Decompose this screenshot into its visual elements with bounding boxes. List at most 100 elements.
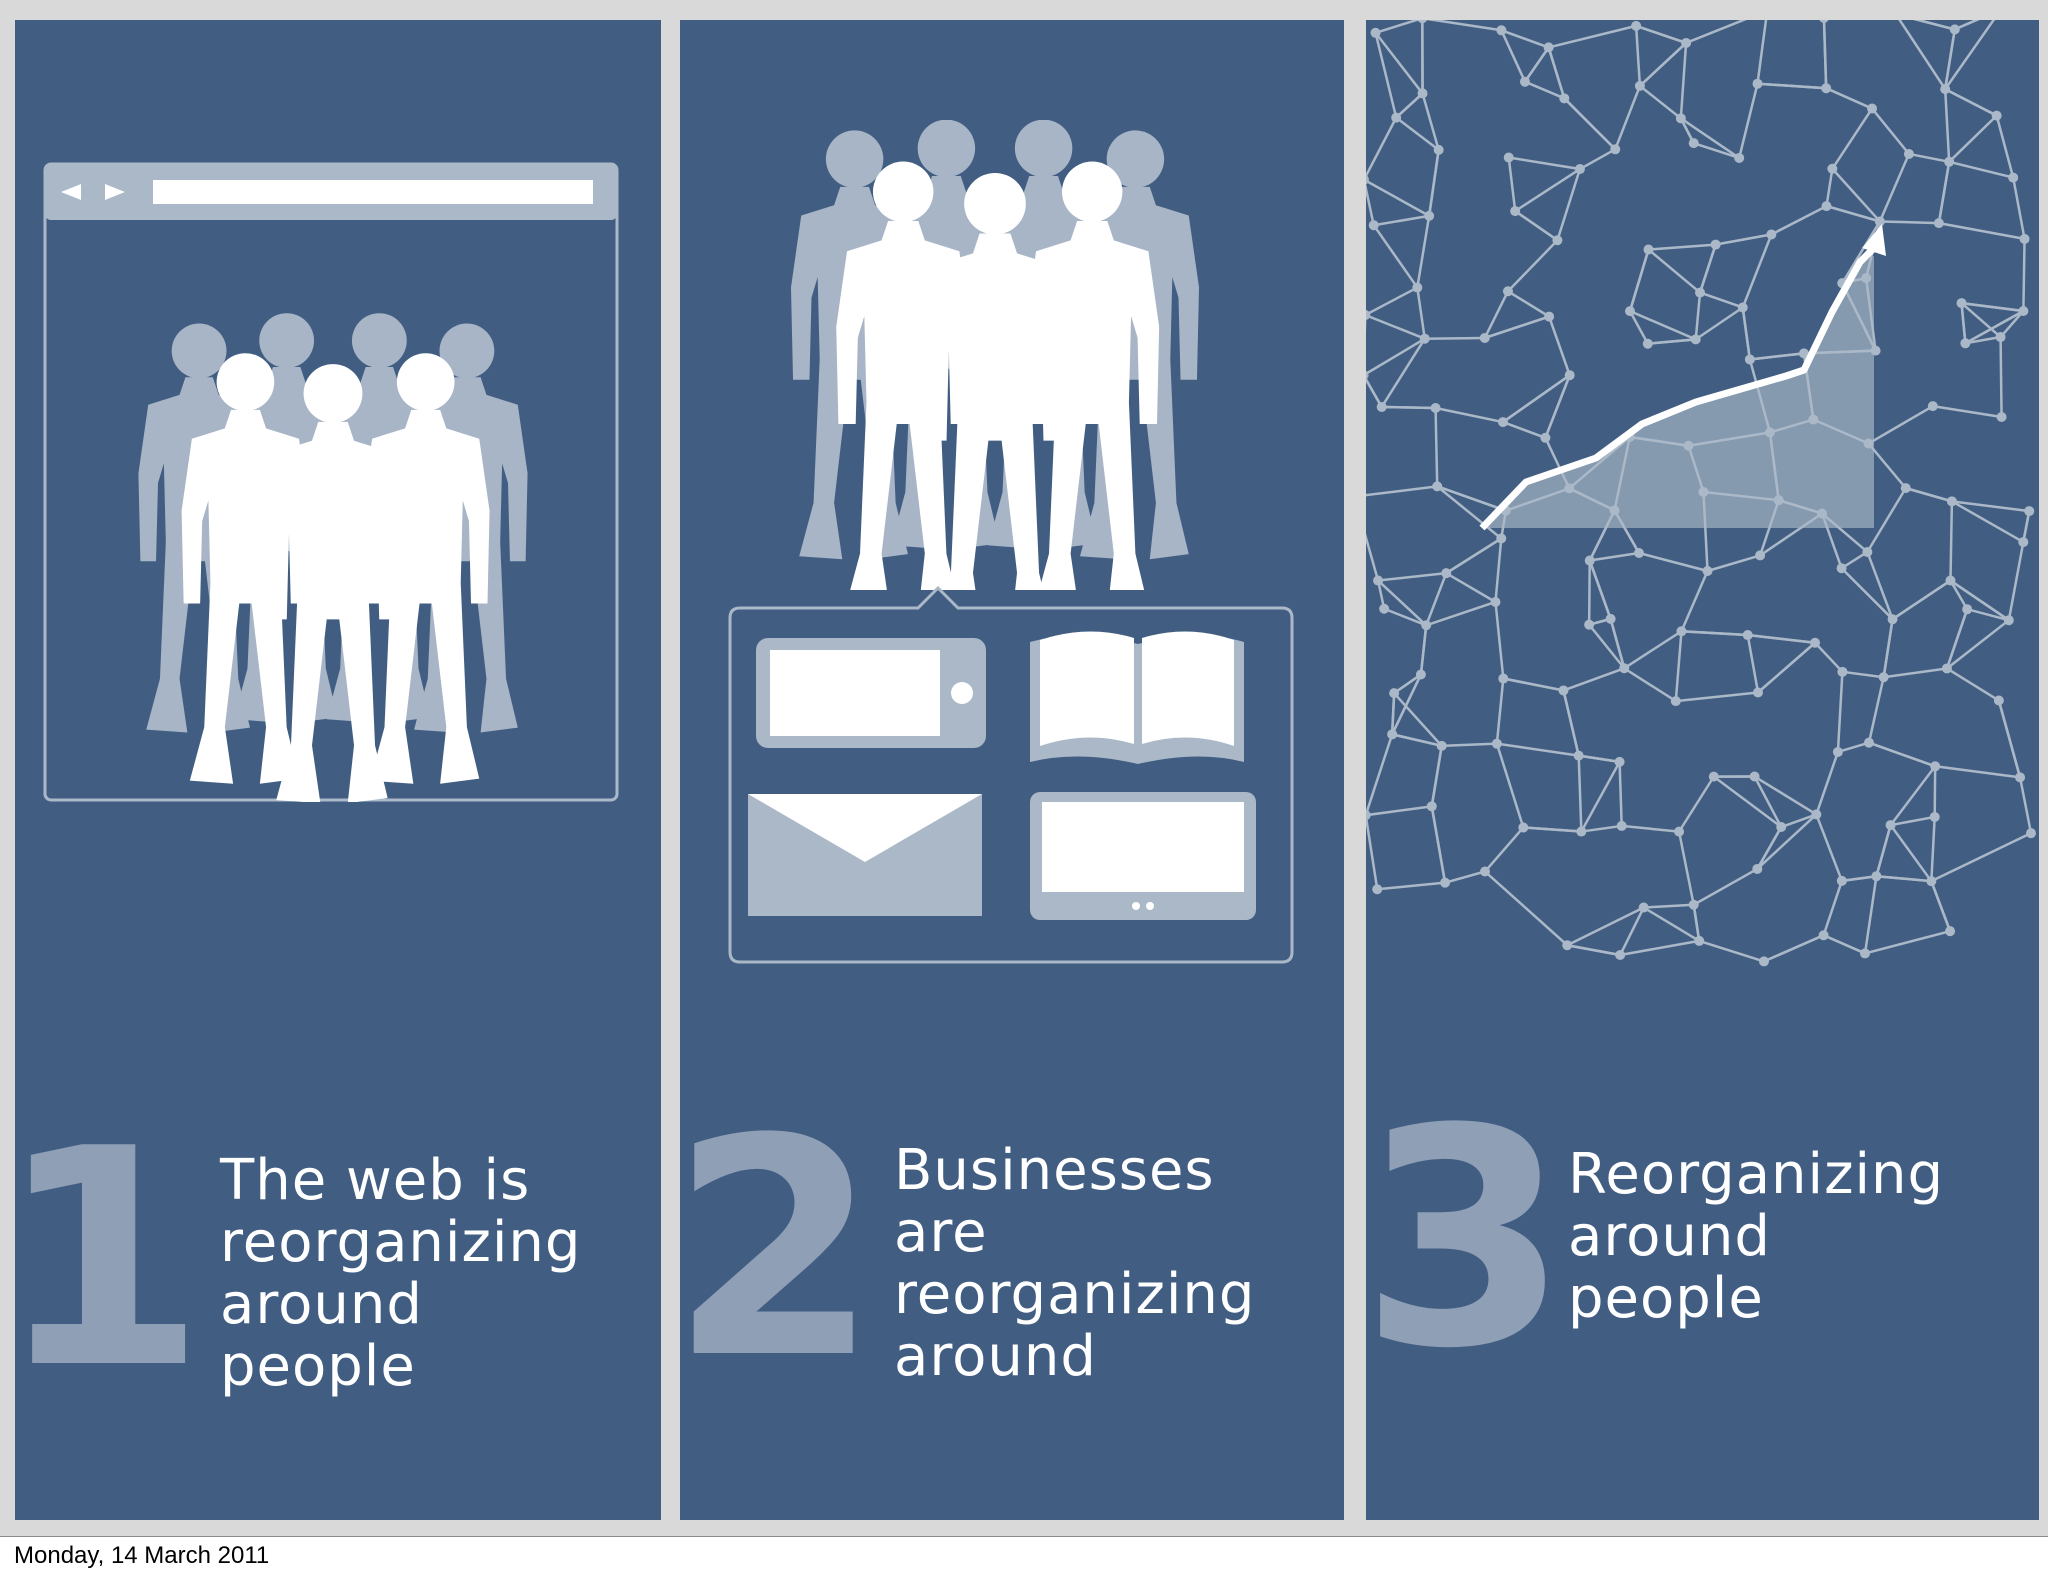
network-edge	[1694, 292, 1702, 340]
network-edge	[1822, 20, 1828, 89]
network-edge	[1951, 500, 2024, 544]
network-edge	[1381, 405, 1436, 410]
network-node	[1610, 144, 1621, 155]
network-edge	[1579, 148, 1616, 171]
network-node	[1821, 201, 1832, 212]
network-edge	[1831, 107, 1874, 170]
network-edge	[1424, 336, 1485, 340]
network-node	[1496, 533, 1507, 544]
network-edge	[1635, 24, 1687, 45]
network-edge	[1425, 572, 1448, 626]
network-node	[1993, 695, 2004, 706]
network-edge	[1436, 485, 1503, 540]
network-edge	[1639, 42, 1687, 87]
network-edge	[1587, 560, 1591, 625]
network-edge	[1753, 775, 1818, 816]
network-node	[1737, 302, 1748, 313]
network-edge	[1763, 934, 1825, 963]
network-edge	[1948, 114, 1998, 163]
network-edge	[1395, 92, 1424, 119]
network-edge	[1619, 939, 1700, 957]
network-node	[1836, 563, 1847, 574]
network-edge	[1547, 316, 1571, 376]
network-node	[1810, 637, 1821, 648]
network-node	[1619, 663, 1630, 674]
network-edge	[1377, 571, 1447, 582]
network-edge	[1366, 805, 1432, 817]
network-edge	[1393, 692, 1443, 747]
network-edge	[1756, 826, 1783, 870]
network-edge	[1756, 20, 1768, 84]
network-node	[1436, 740, 1447, 751]
network-edge	[1868, 741, 1936, 768]
network-node	[1744, 354, 1755, 365]
network-edge	[1756, 813, 1818, 870]
network-edge	[1840, 550, 1869, 570]
network-edge	[1373, 214, 1430, 227]
people-group-icon	[138, 313, 527, 802]
network-node	[1615, 950, 1626, 961]
network-edge	[1948, 160, 2014, 179]
network-edge	[1507, 157, 1517, 212]
network-edge	[1366, 183, 1375, 226]
network-edge	[1425, 600, 1496, 627]
network-node	[2018, 537, 2029, 548]
network-edge	[1946, 667, 2000, 702]
network-edge	[2018, 777, 2033, 834]
network-edge	[1494, 538, 1503, 603]
network-node	[1643, 244, 1654, 255]
network-edge	[1815, 751, 1840, 815]
network-edge	[1680, 570, 1709, 632]
network-node	[1832, 746, 1843, 757]
devices-callout	[728, 585, 1294, 964]
network-edge	[1390, 693, 1396, 735]
network-edge	[1514, 210, 1559, 242]
network-node	[1702, 565, 1713, 576]
network-node	[1498, 673, 1509, 684]
network-node	[1742, 630, 1753, 641]
network-edge	[1366, 815, 1379, 890]
network-node	[1379, 603, 1390, 614]
network-node	[1674, 826, 1685, 837]
network-node	[1681, 37, 1692, 48]
network-node	[1675, 113, 1686, 124]
network-edge	[1430, 806, 1447, 883]
network-node	[1752, 78, 1763, 89]
network-edge	[1621, 824, 1680, 833]
network-node	[1688, 138, 1699, 149]
network-edge	[1965, 335, 2001, 345]
network-node	[1927, 401, 1938, 412]
network-edge	[1444, 870, 1486, 884]
network-edge	[1383, 607, 1427, 627]
growth-arrow-icon	[1862, 224, 1886, 256]
network-node	[1752, 863, 1763, 874]
network-node	[1688, 899, 1699, 910]
network-node	[1752, 687, 1763, 698]
network-node	[1867, 103, 1878, 114]
network-edge	[1678, 775, 1715, 833]
network-edge	[1889, 765, 1937, 826]
network-node	[1417, 88, 1428, 99]
network-edge	[1391, 673, 1423, 735]
network-node	[1862, 546, 1873, 557]
network-node	[1372, 884, 1383, 895]
network-edge	[1507, 239, 1559, 293]
network-edge	[1913, 20, 1956, 31]
network-node	[1376, 401, 1387, 412]
network-edge	[1949, 501, 1954, 581]
network-edge	[1822, 880, 1844, 936]
network-edge	[1500, 29, 1550, 49]
network-node	[1811, 809, 1822, 820]
network-edge	[1366, 337, 1426, 376]
network-edge	[1581, 824, 1622, 833]
network-node	[1366, 370, 1369, 380]
network-edge	[1395, 116, 1440, 151]
network-edge	[1867, 676, 1885, 743]
network-edge	[1366, 286, 1418, 317]
growth-chart-icon	[1479, 224, 1886, 531]
network-edge	[1629, 309, 1697, 341]
network-node	[2024, 506, 2035, 517]
tablet-icon	[1030, 792, 1256, 920]
browser-window-icon	[43, 162, 619, 802]
network-node	[1940, 84, 1951, 95]
